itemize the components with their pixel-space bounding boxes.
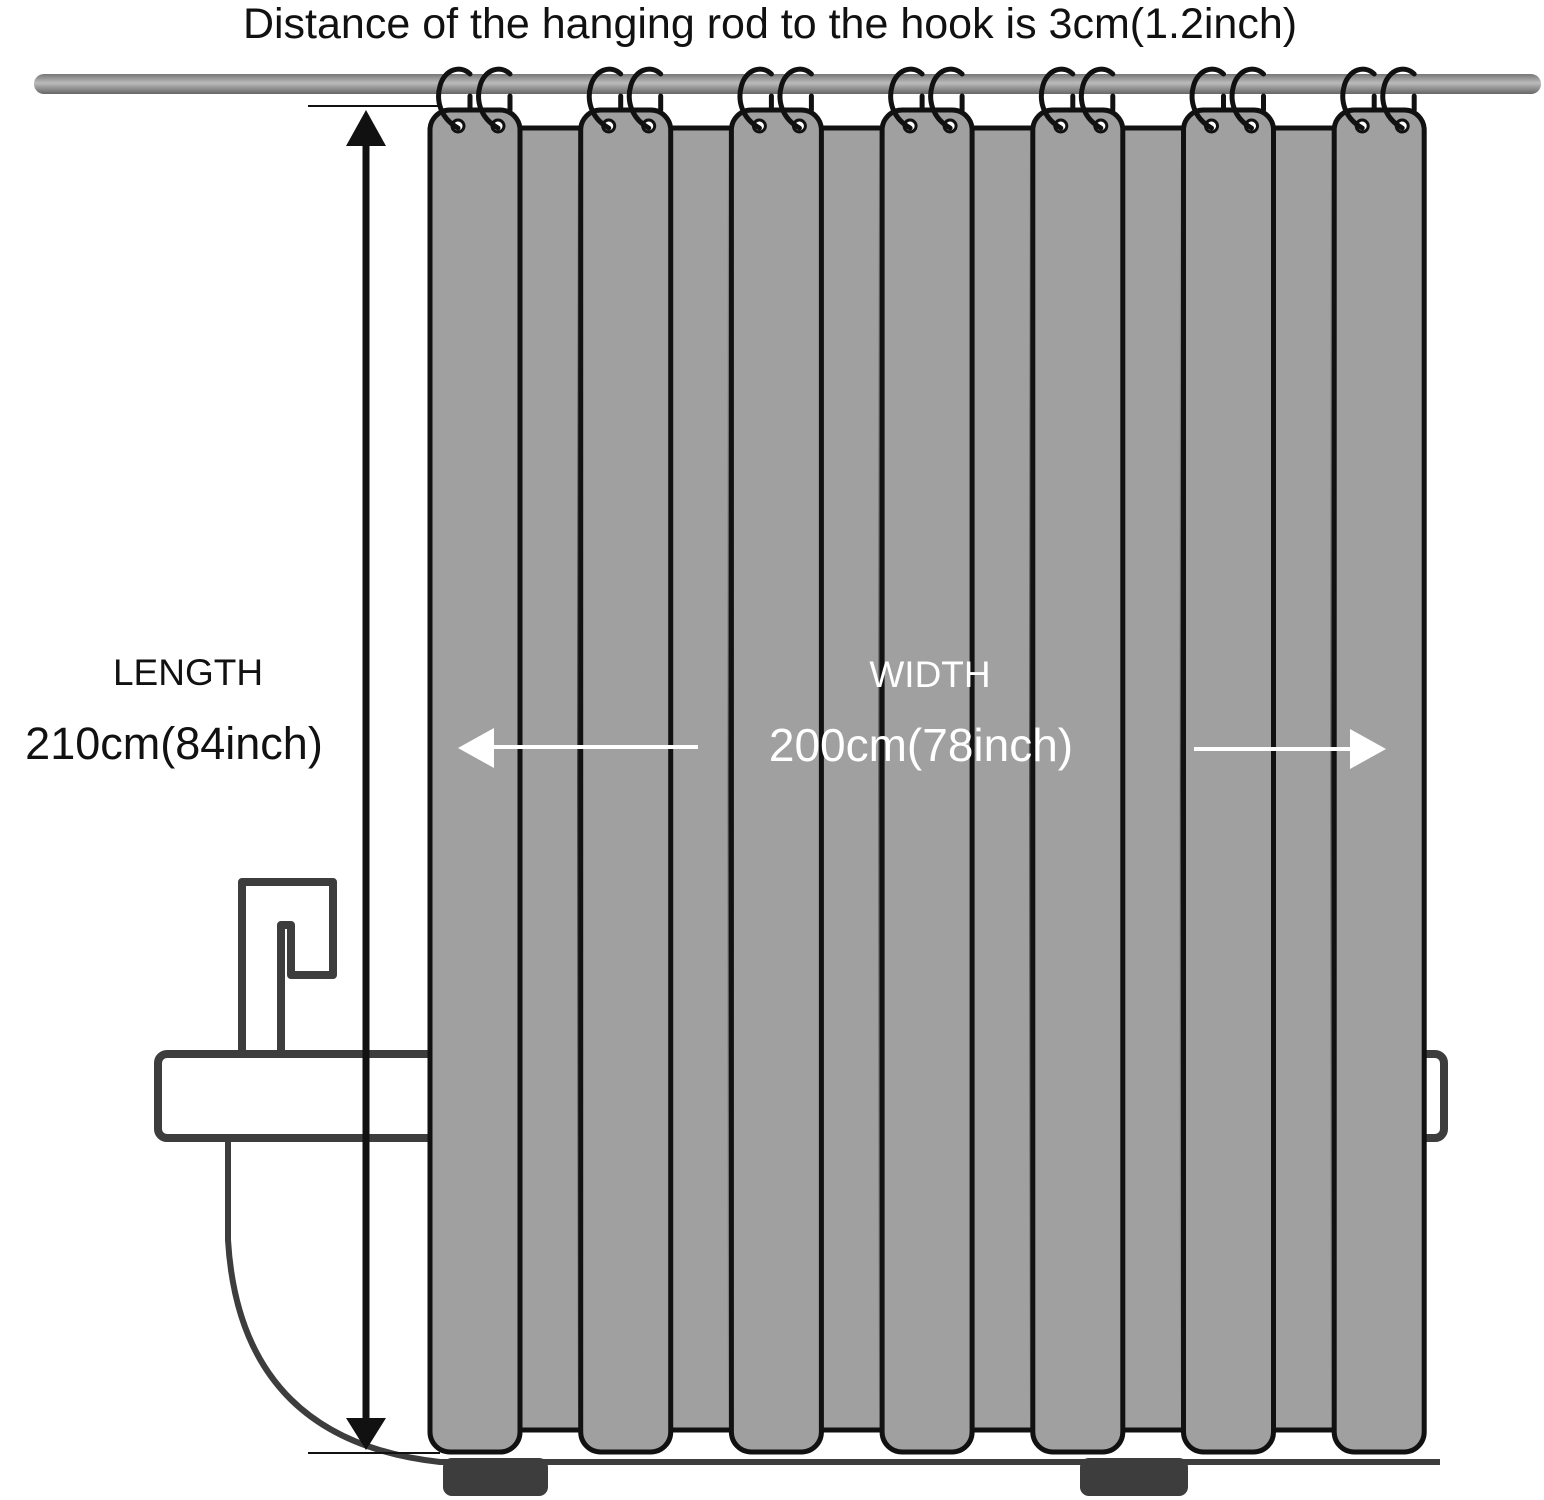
curtain-ring-icon bbox=[476, 66, 513, 131]
curtain-panel bbox=[1181, 107, 1276, 1455]
curtain-panel bbox=[578, 107, 674, 1455]
curtain-ring-icon bbox=[1229, 66, 1266, 131]
faucet-icon bbox=[238, 878, 337, 1052]
curtain-ring-icon bbox=[436, 66, 473, 131]
length-arrow-down-icon bbox=[346, 1418, 386, 1450]
curtain-ring-icon bbox=[888, 66, 925, 131]
bathtub-foot-left bbox=[443, 1458, 548, 1496]
curtain-ring-icon bbox=[626, 66, 664, 131]
length-value: 210cm(84inch) bbox=[25, 718, 323, 769]
curtain-ring-icon bbox=[737, 66, 774, 131]
bathtub-rim-left bbox=[154, 1050, 462, 1142]
curtain-panel bbox=[1030, 107, 1126, 1455]
curtain-panel bbox=[427, 107, 523, 1455]
curtain-ring-icon bbox=[1038, 66, 1076, 131]
width-label: WIDTH bbox=[869, 654, 991, 695]
curtain-ring-icon bbox=[1189, 66, 1226, 131]
bathtub-foot-right bbox=[1080, 1458, 1188, 1496]
curtain-ring-icon bbox=[777, 66, 814, 131]
width-arrow-right-icon bbox=[1350, 729, 1386, 769]
curtain-panel bbox=[728, 107, 824, 1455]
bathtub-body bbox=[225, 1138, 1440, 1465]
hanging-rod bbox=[34, 74, 1541, 94]
page-title: Distance of the hanging rod to the hook … bbox=[242, 0, 1298, 48]
curtain-ring-icon bbox=[1078, 66, 1116, 131]
curtain-panel bbox=[1331, 107, 1427, 1455]
curtain-ring-icon bbox=[1340, 66, 1377, 131]
width-value: 200cm(78inch) bbox=[768, 719, 1074, 771]
length-label: LENGTH bbox=[112, 652, 264, 693]
curtain-panel bbox=[879, 107, 975, 1455]
curtain-ring-icon bbox=[586, 66, 624, 131]
curtain-ring-icon bbox=[1380, 66, 1417, 131]
length-arrow-up-icon bbox=[346, 110, 386, 146]
width-arrow-left-icon bbox=[458, 728, 494, 768]
curtain-ring-icon bbox=[928, 66, 965, 131]
